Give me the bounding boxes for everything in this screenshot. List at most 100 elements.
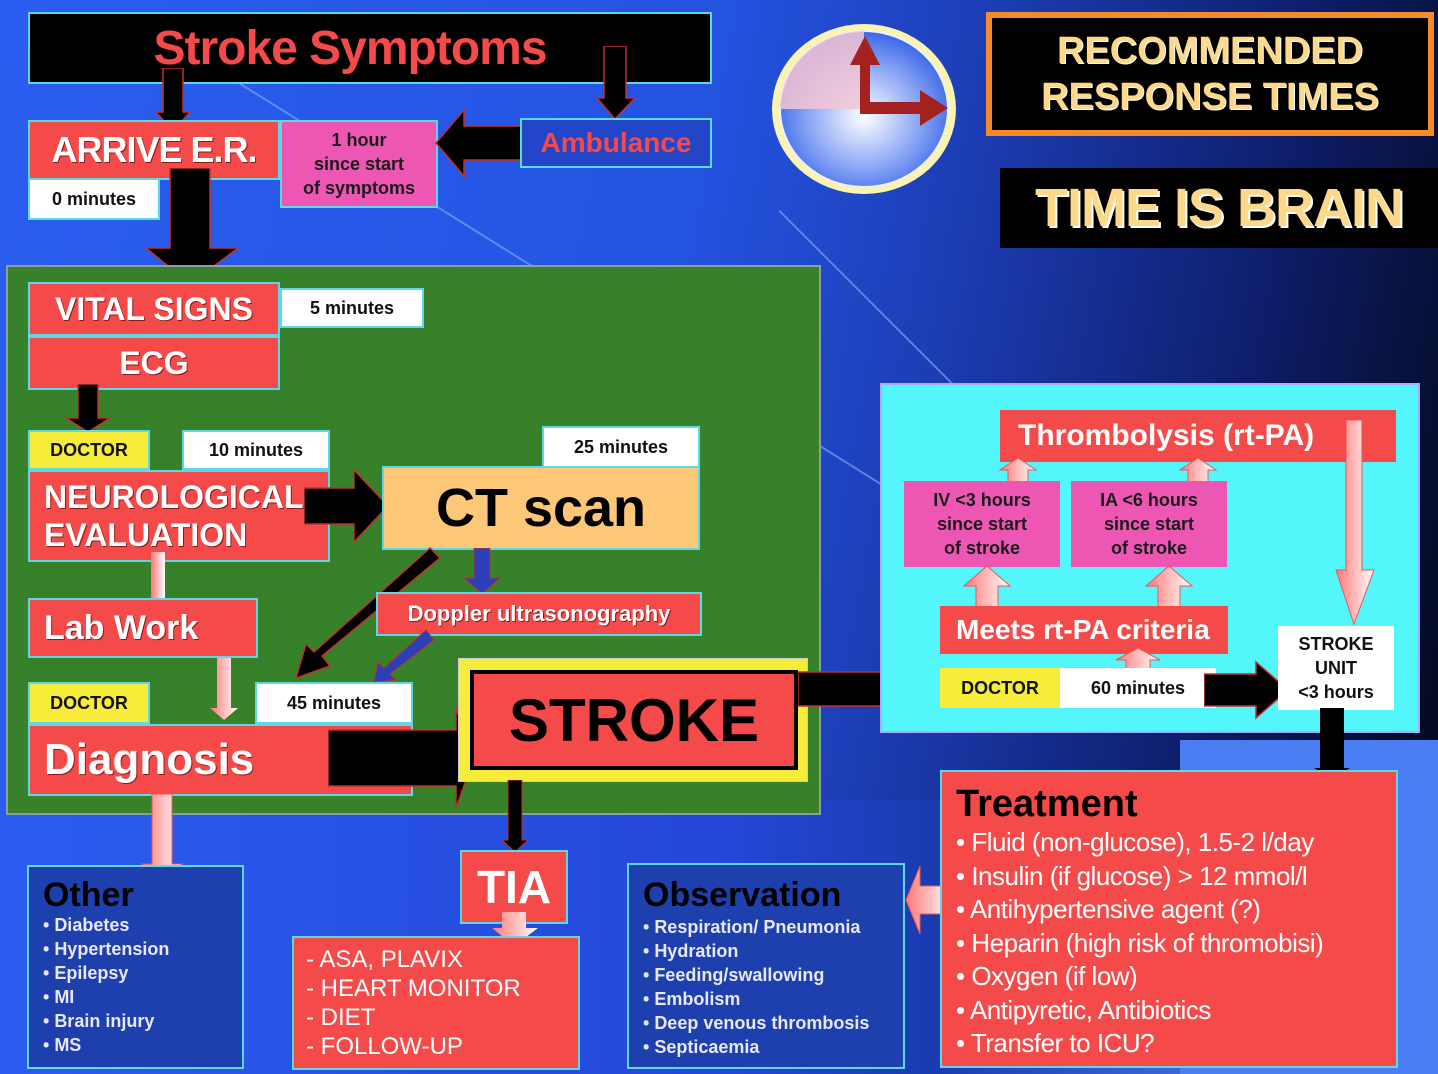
doctor-time-box: 60 minutes (1060, 668, 1216, 708)
list-item: - ASA, PLAVIX (306, 946, 463, 973)
arrive-time-box: 0 minutes (28, 178, 160, 220)
arrow-ct-to-diagnosis (294, 546, 442, 680)
list-item: Insulin (if glucose) > 12 mmol/l (956, 860, 1323, 894)
list-item: Embolism (643, 987, 869, 1011)
page-title: Stroke Symptoms (153, 21, 547, 75)
doctor-badge-2: DOCTOR (28, 682, 150, 724)
observation-title: Observation (643, 876, 842, 914)
ia-line: of stroke (1110, 538, 1188, 558)
observation-box: Observation Respiration/ Pneumonia Hydra… (627, 863, 905, 1069)
list-item: Respiration/ Pneumonia (643, 915, 869, 939)
list-item: Transfer to ICU? (956, 1027, 1323, 1061)
vital-signs-box: VITAL SIGNS (28, 282, 280, 336)
list-item: - HEART MONITOR (306, 975, 521, 1002)
treatment-list: Fluid (non-glucose), 1.5-2 l/day Insulin… (956, 826, 1324, 1061)
criteria-label: Meets rt-PA criteria (956, 614, 1210, 645)
list-item: Hydration (643, 939, 869, 963)
ia-line: IA <6 hours (1100, 490, 1198, 510)
recommended-line: RECOMMENDED (1056, 30, 1364, 72)
doppler-box: Doppler ultrasonography (376, 592, 702, 636)
neuro-time-box: 10 minutes (182, 430, 330, 470)
clock-icon (772, 24, 956, 194)
arrow-stroke-to-tia (500, 780, 530, 853)
ambulance-box: Ambulance (520, 118, 712, 168)
tagline: TIME IS BRAIN (1034, 178, 1404, 238)
doctor-label: DOCTOR (50, 439, 128, 460)
unit-line: STROKE (1298, 634, 1374, 654)
neuro-eval-box: NEUROLOGICAL EVALUATION (28, 470, 330, 562)
diagnosis-time-box: 45 minutes (255, 682, 413, 724)
arrow-criteria-to-iv (962, 566, 1012, 610)
list-item: MS (43, 1033, 169, 1057)
ambulance-label: Ambulance (540, 127, 692, 158)
since-symptoms-line: 1 hour (331, 130, 387, 150)
observation-list: Respiration/ Pneumonia Hydration Feeding… (643, 915, 869, 1059)
treatment-box: Treatment Fluid (non-glucose), 1.5-2 l/d… (940, 770, 1398, 1068)
doctor-badge: DOCTOR (28, 430, 150, 470)
list-item: Antipyretic, Antibiotics (956, 994, 1323, 1028)
list-item: Hypertension (43, 937, 169, 961)
ct-scan-box: CT scan (382, 466, 700, 550)
neuro-line: EVALUATION (44, 517, 248, 553)
doctor-label: DOCTOR (961, 677, 1039, 698)
since-symptoms-line: since start (313, 154, 405, 174)
arrow-neuro-to-ct (304, 468, 390, 544)
arrow-ct-to-doppler (462, 548, 502, 595)
iv-box: IV <3 hours since start of stroke (904, 481, 1060, 567)
arrow-tia-to-list (492, 912, 538, 946)
list-item: Brain injury (43, 1009, 169, 1033)
stroke-box: STROKE (470, 670, 798, 770)
arrow-ecg-to-doctor (64, 384, 112, 433)
ct-time: 25 minutes (573, 436, 669, 457)
tia-box: TIA (460, 850, 568, 924)
unit-line: UNIT (1315, 658, 1357, 678)
recommended-line: RESPONSE TIMES (1041, 76, 1379, 118)
iv-line: of stroke (943, 538, 1021, 558)
arrow-title-to-ambulance (596, 46, 636, 120)
lab-work-label: Lab Work (44, 608, 199, 647)
doppler-label: Doppler ultrasonography (407, 601, 671, 626)
ecg-label: ECG (119, 344, 189, 381)
arrow-ambulance-to-er (435, 108, 526, 178)
diagnosis-label: Diagnosis (44, 735, 255, 784)
iv-line: IV <3 hours (933, 490, 1031, 510)
ecg-box: ECG (28, 336, 280, 390)
tia-list-box: - ASA, PLAVIX - HEART MONITOR - DIET - F… (292, 936, 580, 1070)
arrow-criteria-to-ia (1144, 566, 1194, 610)
arrow-thrombolysis-to-unit (1335, 420, 1375, 626)
title-bar: Stroke Symptoms (28, 12, 712, 84)
list-item: Diabetes (43, 913, 169, 937)
arrow-doppler-to-diagnosis (373, 629, 435, 683)
list-item: Fluid (non-glucose), 1.5-2 l/day (956, 826, 1323, 860)
treatment-title: Treatment (956, 783, 1138, 825)
stroke-unit-box: STROKE UNIT <3 hours (1278, 626, 1394, 710)
since-symptoms-box: 1 hour since start of symptoms (280, 120, 438, 208)
doctor-label: DOCTOR (50, 692, 128, 713)
thrombolysis-label: Thrombolysis (rt-PA) (1018, 419, 1315, 452)
arrow-unit-to-treatment (1314, 708, 1350, 778)
lab-work-box: Lab Work (28, 598, 258, 658)
vital-signs-label: VITAL SIGNS (55, 290, 253, 327)
diagnosis-time: 45 minutes (286, 692, 382, 713)
arrow-doctor-to-unit (1204, 660, 1290, 720)
tia-label: TIA (476, 861, 552, 913)
arrive-er-label: ARRIVE E.R. (51, 129, 257, 170)
vital-time: 5 minutes (309, 297, 395, 318)
other-box: Other Diabetes Hypertension Epilepsy MI … (27, 865, 244, 1069)
list-item: - DIET (306, 1004, 376, 1031)
ct-scan-label: CT scan (435, 478, 647, 538)
list-item: Epilepsy (43, 961, 169, 985)
tagline-box: TIME IS BRAIN (1000, 168, 1438, 248)
stroke-label: STROKE (508, 686, 760, 754)
list-item: Oxygen (if low) (956, 960, 1323, 994)
ia-line: since start (1103, 514, 1195, 534)
ct-time-box: 25 minutes (542, 426, 700, 468)
since-symptoms-line: of symptoms (302, 178, 416, 198)
arrow-iv-to-thrombolysis (998, 458, 1038, 482)
doctor-time: 60 minutes (1090, 677, 1186, 698)
other-list: Diabetes Hypertension Epilepsy MI Brain … (43, 913, 169, 1057)
list-item: Antihypertensive agent (?) (956, 893, 1323, 927)
arrow-lab-to-diagnosis (210, 658, 238, 720)
vital-time-box: 5 minutes (280, 288, 424, 328)
arrive-time: 0 minutes (51, 188, 137, 209)
